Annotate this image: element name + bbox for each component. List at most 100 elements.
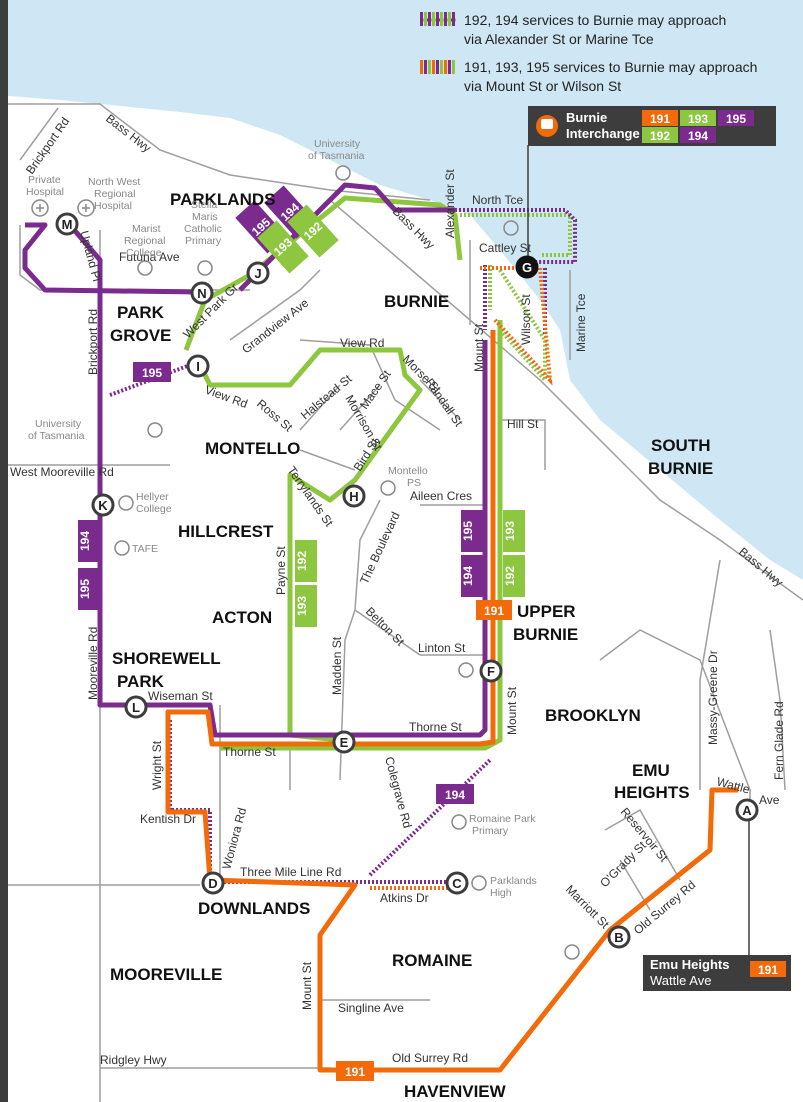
- poi-uni-top-2: of Tasmania: [308, 150, 365, 162]
- poi-nw-hospital-1: North West: [88, 176, 140, 188]
- street-linton: Linton St: [418, 641, 466, 655]
- suburb-parklands: PARKLANDS: [170, 190, 275, 209]
- emu-heights-box: Emu Heights Wattle Ave 191: [643, 820, 791, 991]
- poi-nw-hospital-3: Hospital: [94, 200, 132, 212]
- stop-g[interactable]: G: [515, 255, 539, 279]
- suburb-havenview: HAVENVIEW: [404, 1082, 507, 1101]
- svg-text:192: 192: [503, 566, 517, 586]
- school-icon: [147, 422, 163, 438]
- poi-uni-top-1: University: [314, 138, 361, 150]
- stop-c[interactable]: C: [445, 871, 469, 895]
- school-icon: [451, 814, 467, 830]
- svg-text:191: 191: [484, 604, 504, 618]
- suburb-montello: MONTELLO: [205, 439, 300, 458]
- svg-text:L: L: [132, 700, 140, 715]
- svg-text:195: 195: [78, 579, 92, 599]
- svg-text:194: 194: [461, 566, 475, 586]
- school-icon: [197, 260, 213, 276]
- suburb-brooklyn: BROOKLYN: [545, 706, 641, 725]
- svg-text:195: 195: [142, 366, 162, 380]
- bus-icon-body: [541, 119, 553, 129]
- stop-k[interactable]: K: [91, 493, 115, 517]
- street-marriott: Marriott St: [563, 882, 613, 932]
- suburb-burnie-south: BURNIE: [648, 459, 713, 478]
- suburb-emu: EMU: [632, 761, 670, 780]
- street-wiseman: Wiseman St: [148, 689, 213, 703]
- street-atkins: Atkins Dr: [380, 891, 429, 905]
- interchange-name-1: Burnie: [566, 110, 607, 125]
- svg-text:C: C: [452, 876, 462, 891]
- suburb-acton: ACTON: [212, 608, 272, 627]
- street-woniora: Woniora Rd: [219, 806, 249, 871]
- suburb-downlands: DOWNLANDS: [198, 899, 310, 918]
- school-icon: [114, 540, 130, 556]
- legend-swatch-purple-green-bars: [420, 12, 455, 26]
- tag-acton-192: 192: [295, 540, 317, 582]
- stop-j[interactable]: J: [246, 261, 270, 285]
- suburb-south: SOUTH: [651, 436, 711, 455]
- stops: A B C D E F G H I J K L M N: [55, 212, 759, 949]
- poi-marist-3: College: [126, 247, 162, 259]
- poi-parklands-high-1: Parklands: [490, 875, 537, 887]
- street-bass-hwy-top: Bass Hwy: [103, 111, 154, 155]
- poi-hellyer-2: College: [136, 503, 172, 515]
- svg-text:193: 193: [295, 596, 309, 616]
- left-border: [0, 0, 8, 1102]
- street-brickport-left: Brickport Rd: [86, 309, 100, 375]
- tag-parklands-192: 192: [287, 204, 339, 258]
- school-icon: [118, 495, 134, 511]
- stop-d[interactable]: D: [201, 871, 225, 895]
- suburb-romaine: ROMAINE: [392, 951, 472, 970]
- poi-marist-1: Marist: [132, 223, 161, 235]
- stop-e[interactable]: E: [332, 730, 356, 754]
- interchange-route-193: 193: [688, 112, 708, 126]
- street-futuna: Futuna Ave: [119, 250, 180, 264]
- street-cattley: Cattley St: [479, 241, 532, 255]
- poi-stella-4: Primary: [185, 235, 222, 247]
- stop-l[interactable]: L: [124, 695, 148, 719]
- svg-text:195: 195: [461, 521, 475, 541]
- street-ogrady: O'Grady St: [597, 838, 649, 890]
- suburb-park: PARK: [117, 303, 165, 322]
- poi-uni-left-2: of Tasmania: [28, 430, 85, 442]
- svg-text:N: N: [197, 286, 206, 301]
- stop-m[interactable]: M: [55, 212, 79, 236]
- legend-swatch-orange-purple-green-bars: [420, 60, 455, 74]
- legend-text-3: 191, 193, 195 services to Burnie may app…: [464, 59, 757, 75]
- poi-marist-2: Regional: [124, 235, 165, 247]
- street-north-tce: North Tce: [472, 193, 523, 207]
- stop-i[interactable]: I: [186, 354, 210, 378]
- street-payne: Payne St: [274, 546, 288, 595]
- legend-text-4: via Mount St or Wilson St: [464, 78, 621, 94]
- svg-text:J: J: [254, 266, 261, 281]
- stop-h[interactable]: H: [342, 484, 366, 508]
- burnie-interchange-box: Burnie Interchange 191 193 195 192 194: [527, 106, 776, 262]
- poi-stella-2: Maris: [192, 211, 218, 223]
- emu-box-name-2: Wattle Ave: [650, 973, 711, 988]
- school-icon: [380, 480, 396, 496]
- poi-stella-1: Stella: [191, 199, 217, 211]
- route-tags: 195 194 193 192 195 194 195 192 193 195 …: [78, 185, 525, 1081]
- street-wilson: Wilson St: [519, 294, 533, 345]
- poi-romaine-park-1: Romaine Park: [469, 813, 536, 825]
- emu-box-name-1: Emu Heights: [650, 957, 729, 972]
- hospital-icon: [77, 199, 95, 217]
- tag-upper-194: 194: [461, 555, 483, 597]
- suburb-park-shorewell: PARK: [117, 672, 165, 691]
- street-singline: Singline Ave: [338, 1001, 404, 1015]
- tag-colegrave-194: 194: [436, 784, 474, 804]
- street-old-surrey-bottom: Old Surrey Rd: [392, 1051, 468, 1065]
- interchange-name-2: Interchange: [566, 126, 640, 141]
- stop-n[interactable]: N: [190, 281, 214, 305]
- stop-a[interactable]: A: [735, 798, 759, 822]
- poi-nw-hospital-2: Regional: [94, 188, 135, 200]
- street-madden: Madden St: [330, 636, 344, 695]
- tag-upper-195: 195: [461, 510, 483, 552]
- school-icon: [471, 875, 487, 891]
- street-wattle-1: Wattle: [715, 774, 751, 796]
- svg-text:I: I: [196, 359, 200, 374]
- tag-mooreville-194: 194: [78, 520, 100, 562]
- stop-b[interactable]: B: [607, 925, 631, 949]
- stop-f[interactable]: F: [479, 659, 503, 683]
- shopping-cart-icon: [458, 662, 474, 678]
